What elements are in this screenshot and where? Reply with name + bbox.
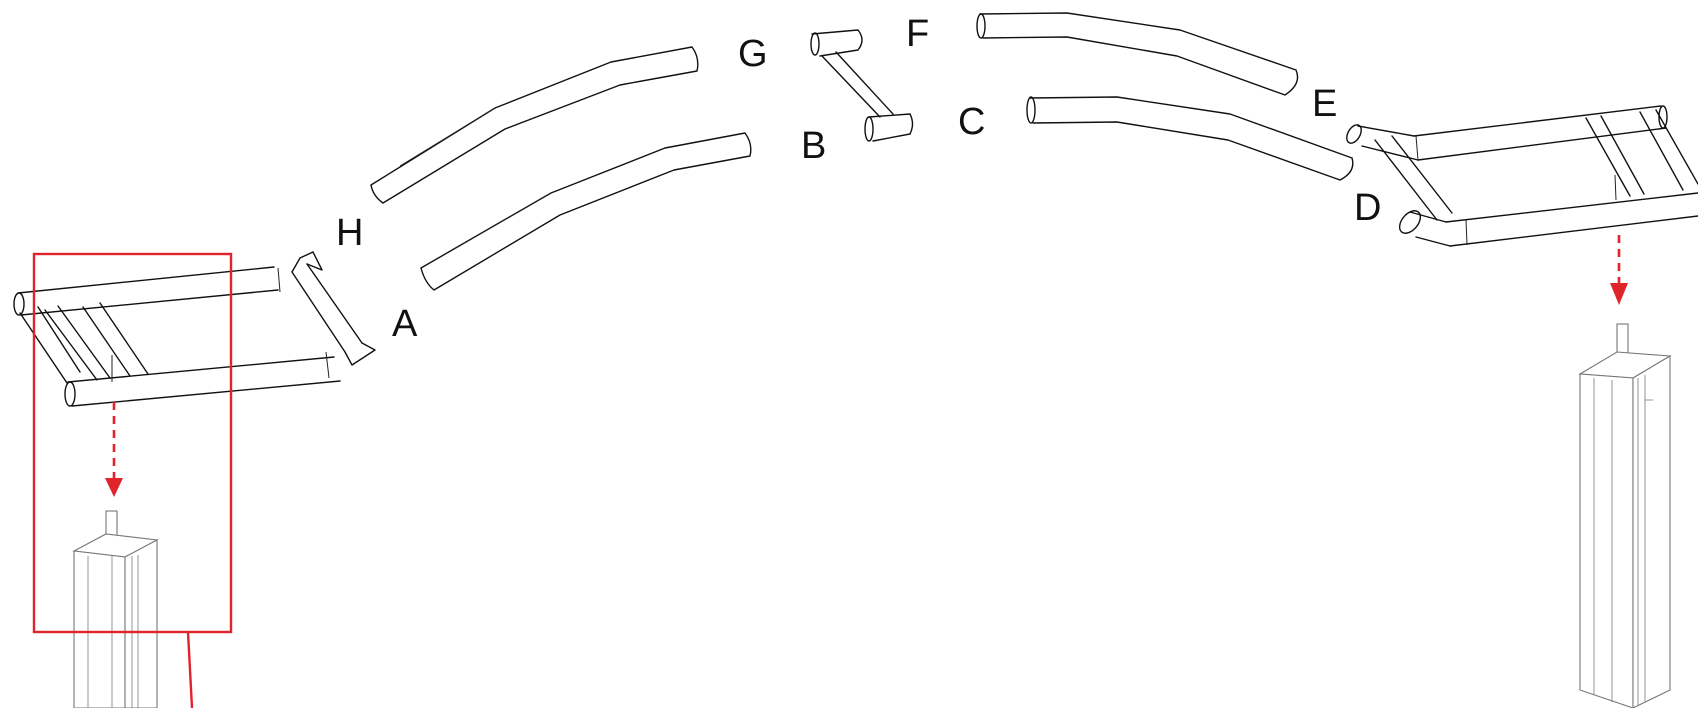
label-d: D	[1354, 187, 1381, 229]
label-c: C	[958, 101, 985, 143]
center-connector	[810, 29, 914, 142]
label-g: G	[738, 33, 768, 75]
label-h: H	[336, 212, 363, 254]
detail-callout-line	[186, 631, 194, 708]
tube-H	[370, 46, 699, 204]
right-drop-arrow	[1610, 235, 1628, 305]
left-frame	[13, 251, 376, 407]
right-post	[1578, 323, 1672, 708]
tube-F	[976, 12, 1299, 96]
left-post	[72, 510, 159, 708]
label-e: E	[1312, 83, 1337, 125]
right-frame	[1346, 105, 1698, 247]
tube-C	[1026, 96, 1354, 181]
detail-highlight-box	[32, 252, 233, 634]
label-b: B	[801, 125, 826, 167]
tube-A	[420, 132, 752, 291]
label-a: A	[392, 303, 418, 345]
left-drop-arrow	[105, 402, 123, 497]
label-f: F	[906, 13, 929, 55]
